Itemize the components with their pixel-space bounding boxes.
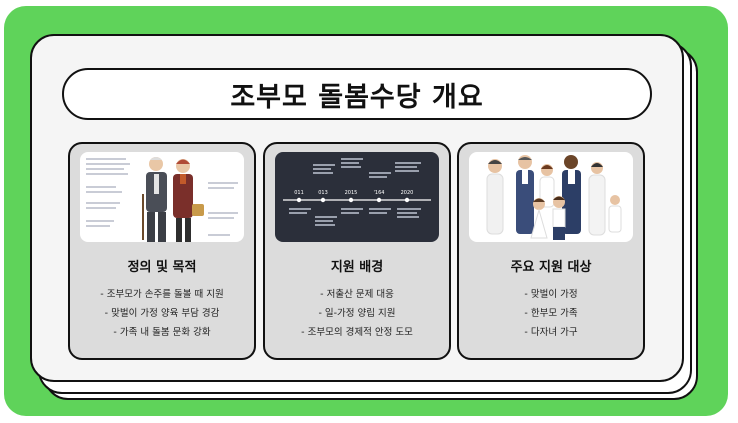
svg-text:011: 011	[294, 190, 304, 196]
list-item: - 조부모가 손주를 돌볼 때 지원	[100, 289, 224, 300]
list-item: - 맞벌이 가정	[524, 289, 578, 300]
list-item: - 조부모의 경제적 안정 도모	[301, 327, 413, 338]
list-item: - 한부모 가족	[524, 308, 578, 319]
panel-heading: 지원 배경	[330, 260, 384, 275]
panel-bullet-list: - 맞벌이 가정 - 한부모 가족 - 다자녀 가구	[459, 285, 643, 342]
panel-bullet-list: - 조부모가 손주를 돌볼 때 지원 - 맞벌이 가정 양육 부담 경감 - 가…	[70, 285, 254, 342]
svg-text:2020: 2020	[401, 190, 414, 196]
panel-bullet-list: - 저출산 문제 대응 - 일-가정 양립 지원 - 조부모의 경제적 안정 도…	[265, 285, 449, 342]
list-item: - 저출산 문제 대응	[320, 289, 394, 300]
list-item: - 맞벌이 가정 양육 부담 경감	[104, 308, 220, 319]
elderly-couple-illustration	[80, 152, 244, 242]
panel-heading: 주요 지원 대상	[510, 260, 592, 275]
list-item: - 다자녀 가구	[524, 327, 578, 338]
timeline-infographic: 011 013 2015 '164 2020	[275, 152, 439, 242]
panel-background: 011 013 2015 '164 2020 지원 배경 - 저출산 문제 대응…	[263, 142, 451, 360]
svg-text:'164: '164	[374, 190, 385, 196]
panel-target: 주요 지원 대상 - 맞벌이 가정 - 한부모 가족 - 다자녀 가구	[457, 142, 645, 360]
list-item: - 가족 내 돌봄 문화 강화	[113, 327, 211, 338]
page-title: 조부모 돌봄수당 개요	[230, 81, 484, 113]
svg-text:013: 013	[318, 190, 328, 196]
panel-definition: 정의 및 목적 - 조부모가 손주를 돌볼 때 지원 - 맞벌이 가정 양육 부…	[68, 142, 256, 360]
list-item: - 일-가정 양립 지원	[318, 308, 396, 319]
family-group-illustration	[469, 152, 633, 242]
svg-text:2015: 2015	[345, 190, 358, 196]
title-pill: 조부모 돌봄수당 개요	[62, 68, 652, 120]
panel-heading: 정의 및 목적	[127, 260, 197, 275]
